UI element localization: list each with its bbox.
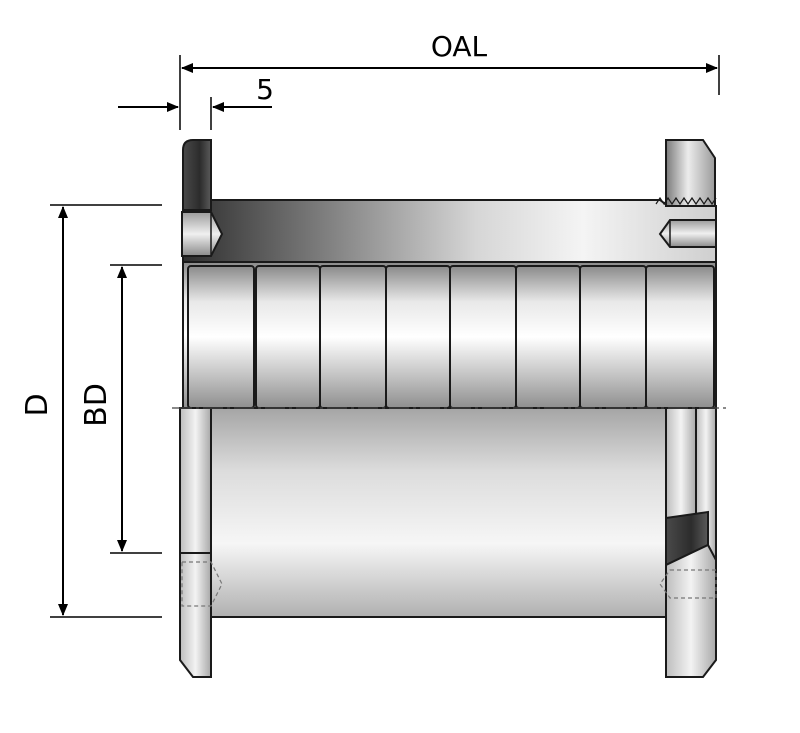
barb-rib: [645, 265, 715, 409]
left-flange-neck: [179, 407, 212, 554]
left-flange-upper: [182, 139, 212, 211]
barb-rib: [255, 265, 321, 409]
bore-diameter-label: BD: [79, 383, 114, 427]
bore-body: [209, 407, 667, 618]
right-hidden-screw: [659, 569, 717, 599]
bore-diameter-dimension: BD: [79, 264, 162, 554]
barb-rib: [449, 265, 517, 409]
barb-rib: [187, 265, 255, 409]
barb-rib: [319, 265, 387, 409]
right-flange-lower: [665, 543, 717, 678]
left-flange-lower: [179, 552, 212, 678]
fitting-upper-section: [181, 139, 717, 409]
flange-thickness-dimension: 5: [118, 73, 274, 130]
fitting-lower-exterior: [179, 407, 717, 678]
barb-rib: [515, 265, 581, 409]
left-hidden-screw: [181, 561, 223, 607]
right-set-screw: [658, 219, 717, 248]
oal-dimension: OAL: [179, 30, 720, 130]
right-flange-upper: [665, 139, 716, 207]
barb-rib: [385, 265, 451, 409]
left-set-screw: [181, 211, 224, 257]
right-thread-teeth: [655, 196, 717, 206]
outer-diameter-label: D: [20, 393, 55, 416]
outer-diameter-dimension: D: [20, 204, 162, 618]
right-flange-stem: [665, 407, 697, 519]
oal-label: OAL: [431, 30, 488, 63]
body-top-strip: [182, 199, 717, 263]
barb-ribs: [187, 265, 715, 409]
barb-rib: [579, 265, 647, 409]
flange-thickness-label: 5: [256, 73, 274, 106]
